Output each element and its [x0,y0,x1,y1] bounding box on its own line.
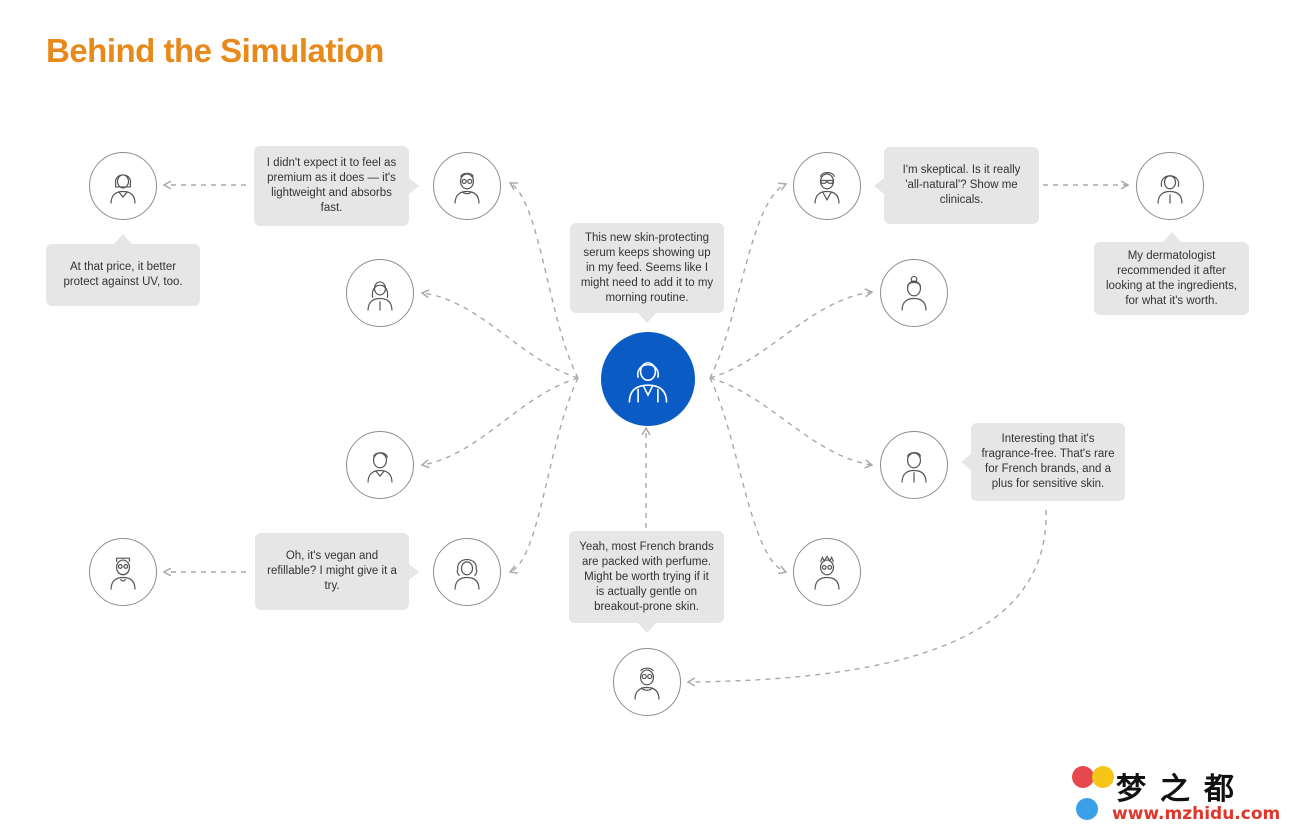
hipster-man-icon [110,557,136,590]
person-node-right-inner-bottom [793,538,861,606]
man-sunglasses-icon [814,172,840,204]
watermark-url: www.mzhidu.com [1112,804,1281,824]
bubble-text: My dermatologist recommended it after lo… [1105,249,1238,307]
connector-fragrance-to-bottom [686,509,1047,687]
watermark-logo-dot-yellow [1092,766,1114,788]
bubble-text: Oh, it's vegan and refillable? I might g… [267,550,397,592]
speech-bubble-vegan: Oh, it's vegan and refillable? I might g… [255,533,419,610]
person-node-right-outer-top [1136,152,1204,220]
person-node-right-upper [880,259,948,327]
person-node-left-outer-bottom [89,538,157,606]
woman-long-hair-icon [367,281,393,311]
watermark: 梦之都 www.mzhidu.com [1072,762,1304,826]
connector-center-to-right-upper [709,288,874,379]
speech-bubble-premium: I didn't expect it to feel as premium as… [254,146,419,226]
young-man-icon [901,451,927,483]
speech-bubble-uv: At that price, it better protect against… [46,234,200,306]
person-node-left-inner-bottom [433,538,501,606]
page-title: Behind the Simulation [46,32,384,69]
watermark-logo-text: 梦之都 [1116,772,1248,807]
connector-center-to-left-bottom [508,377,579,574]
person-node-left-lower [346,431,414,499]
person-node-left-inner-top [433,152,501,220]
bubble-text: Yeah, most French brands are packed with… [579,540,714,613]
woman-professional-icon [628,362,668,403]
connector-center-to-left-upper [420,289,579,379]
speech-bubble-fragrance: Interesting that it's fragrance-free. Th… [961,423,1125,501]
speech-bubble-perfume: Yeah, most French brands are packed with… [569,531,724,633]
older-man-glasses-icon [454,172,480,204]
person-node-bottom [613,648,681,716]
speech-bubble-dermatologist: My dermatologist recommended it after lo… [1094,232,1249,315]
woman-icon [110,174,136,204]
woman-bob-icon [1157,175,1183,204]
person-node-right-inner-top [793,152,861,220]
bubble-text: This new skin-protecting serum keeps sho… [580,231,714,304]
spiky-hair-man-icon [814,555,840,590]
person-node-center [601,332,695,426]
bubble-text: Interesting that it's fragrance-free. Th… [981,433,1115,490]
speech-bubble-skeptical: I'm skeptical. Is it really 'all-natural… [874,147,1039,224]
connector-center-to-left-lower [420,377,579,469]
person-node-left-outer-top [89,152,157,220]
bubble-text: I'm skeptical. Is it really 'all-natural… [902,164,1021,206]
connector-center-to-right-top [709,182,788,379]
bald-man-glasses-icon [634,667,660,700]
watermark-logo-dot-blue [1076,798,1098,820]
connector-center-to-right-lower [709,377,874,469]
person-node-left-upper [346,259,414,327]
watermark-logo-dot-red [1072,766,1094,788]
connector-center-to-right-bottom [709,377,788,575]
curly-hair-woman-icon [454,558,480,590]
speech-bubble-center: This new skin-protecting serum keeps sho… [570,223,724,323]
man-icon [367,452,393,483]
person-node-right-lower [880,431,948,499]
woman-bun-icon [901,275,927,311]
bubble-text: At that price, it better protect against… [63,261,183,288]
bubble-text: I didn't expect it to feel as premium as… [266,157,397,214]
connector-center-to-left-top [508,182,579,379]
